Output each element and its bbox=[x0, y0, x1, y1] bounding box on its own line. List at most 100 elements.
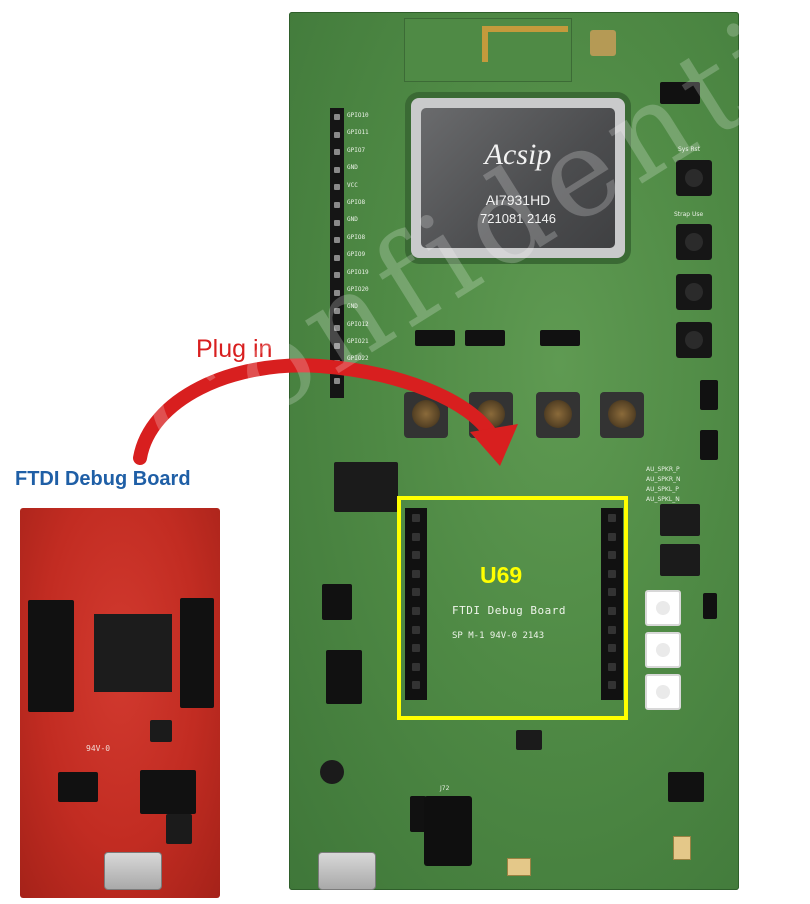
pin-label: GPIO8 bbox=[347, 198, 366, 206]
pin-label: GPIO22 bbox=[347, 355, 369, 363]
header-pin bbox=[334, 254, 340, 261]
audio-label-4: AU_SPKL_N bbox=[646, 496, 680, 503]
ftdi-jumper-right bbox=[180, 598, 214, 708]
socket-hole bbox=[608, 551, 616, 560]
strap-use-label: Strap Use bbox=[674, 211, 704, 218]
pin-label: GND bbox=[347, 164, 358, 172]
pin-label: GPIO12 bbox=[347, 320, 369, 328]
header-pin bbox=[334, 149, 340, 156]
socket-hole bbox=[608, 644, 616, 653]
pin-label: GND bbox=[347, 216, 358, 224]
pin-label: GPIO9 bbox=[347, 251, 366, 259]
jumper-side-2 bbox=[700, 430, 718, 460]
audio-label-1: AU_SPKR_P bbox=[646, 466, 680, 473]
u69-highlight-box bbox=[397, 496, 628, 720]
ftdi-jumper-left bbox=[28, 600, 74, 712]
header-bottom-left bbox=[410, 796, 426, 832]
push-button-3 bbox=[676, 274, 712, 310]
socket-hole bbox=[608, 681, 616, 690]
header-pin bbox=[334, 166, 340, 173]
antenna-trace bbox=[482, 26, 568, 62]
socket-hole bbox=[608, 607, 616, 615]
ftdi-chip bbox=[94, 614, 172, 692]
plug-in-label: Plug in bbox=[196, 335, 273, 363]
ftdi-usb-port bbox=[104, 852, 162, 890]
smd-ic-u40 bbox=[334, 462, 398, 512]
socket-hole bbox=[412, 588, 420, 597]
u69-label: U69 bbox=[480, 562, 523, 588]
audio-jack-label: J72 bbox=[440, 785, 450, 792]
socket-hole bbox=[412, 644, 420, 653]
header-pin bbox=[334, 272, 340, 279]
header-pin bbox=[334, 184, 340, 191]
ftdi-board-title: FTDI Debug Board bbox=[15, 468, 191, 490]
socket-hole bbox=[608, 625, 616, 634]
audio-jack bbox=[424, 796, 472, 866]
led-3 bbox=[645, 674, 681, 710]
ftdi-small-ic bbox=[150, 720, 172, 742]
ic-right-2 bbox=[660, 544, 700, 576]
module-code: 721081 2146 bbox=[480, 211, 556, 226]
socket-hole bbox=[412, 662, 420, 671]
socket-hole bbox=[412, 551, 420, 560]
jumper-top-right bbox=[660, 82, 700, 104]
jumper-bottom-right bbox=[668, 772, 704, 802]
socket-hole bbox=[608, 662, 616, 671]
header-pin bbox=[334, 290, 340, 296]
jumper-side-1 bbox=[700, 380, 718, 410]
socket-hole bbox=[412, 625, 420, 634]
small-ic-bottom bbox=[516, 730, 542, 750]
pin-label: GPIO7 bbox=[347, 146, 366, 154]
jumper-row-2 bbox=[465, 330, 505, 346]
header-pin bbox=[334, 219, 340, 226]
header-pin bbox=[334, 131, 340, 138]
ftdi-marking: 94V-0 bbox=[86, 744, 111, 753]
ftdi-jumper-bottom-right bbox=[140, 770, 196, 814]
socket-hole bbox=[608, 532, 616, 541]
pin-label: GPIO19 bbox=[347, 268, 369, 276]
pin-label: VCC bbox=[347, 181, 358, 189]
header-pin bbox=[334, 114, 340, 120]
pin-label: GPIO11 bbox=[347, 129, 369, 137]
u69-board-name: FTDI Debug Board bbox=[452, 604, 566, 617]
audio-label-2: AU_SPKR_N bbox=[646, 476, 681, 483]
jumper-led bbox=[703, 593, 717, 619]
inductor-4 bbox=[600, 392, 644, 438]
crystal-2 bbox=[673, 836, 691, 860]
wifi-module-shield: Acsip AI7931HD 721081 2146 bbox=[411, 98, 625, 258]
jumper-vcc bbox=[322, 584, 352, 620]
crystal-1 bbox=[507, 858, 531, 876]
push-button-4 bbox=[676, 322, 712, 358]
inductor-3 bbox=[536, 392, 580, 438]
socket-hole bbox=[412, 681, 420, 690]
gpio-pin-labels: GPIO10 GPIO11 GPIO7 GND VCC GPIO8 GND GP… bbox=[347, 112, 387, 373]
jumper-block-left bbox=[326, 650, 362, 704]
rf-connector bbox=[590, 30, 616, 56]
module-model: AI7931HD bbox=[485, 192, 551, 208]
header-pin bbox=[334, 325, 340, 332]
socket-hole bbox=[412, 607, 420, 615]
u69-socket-right bbox=[601, 508, 623, 700]
led-1 bbox=[645, 590, 681, 626]
ic-right-1 bbox=[660, 504, 700, 536]
pin-label: GPIO21 bbox=[347, 338, 369, 346]
socket-hole bbox=[608, 588, 616, 597]
pin-label: GND bbox=[347, 303, 358, 311]
socket-hole bbox=[608, 514, 616, 522]
header-pin bbox=[334, 307, 340, 314]
u69-marking: SP M-1 94V-0 2143 bbox=[452, 631, 545, 641]
buzzer bbox=[320, 760, 344, 784]
socket-hole bbox=[412, 532, 420, 541]
ftdi-jumper-bottom-left bbox=[58, 772, 98, 802]
header-pin bbox=[334, 237, 340, 244]
header-pin bbox=[334, 202, 340, 208]
jumper-row-3 bbox=[540, 330, 580, 346]
pin-label: GPIO8 bbox=[347, 233, 366, 241]
module-brand: Acsip bbox=[484, 138, 552, 171]
socket-hole bbox=[608, 569, 616, 578]
pin-label: GPIO10 bbox=[347, 112, 369, 119]
module-can: Acsip AI7931HD 721081 2146 bbox=[421, 108, 615, 248]
audio-label-3: AU_SPKL_P bbox=[646, 486, 679, 493]
led-2 bbox=[645, 632, 681, 668]
